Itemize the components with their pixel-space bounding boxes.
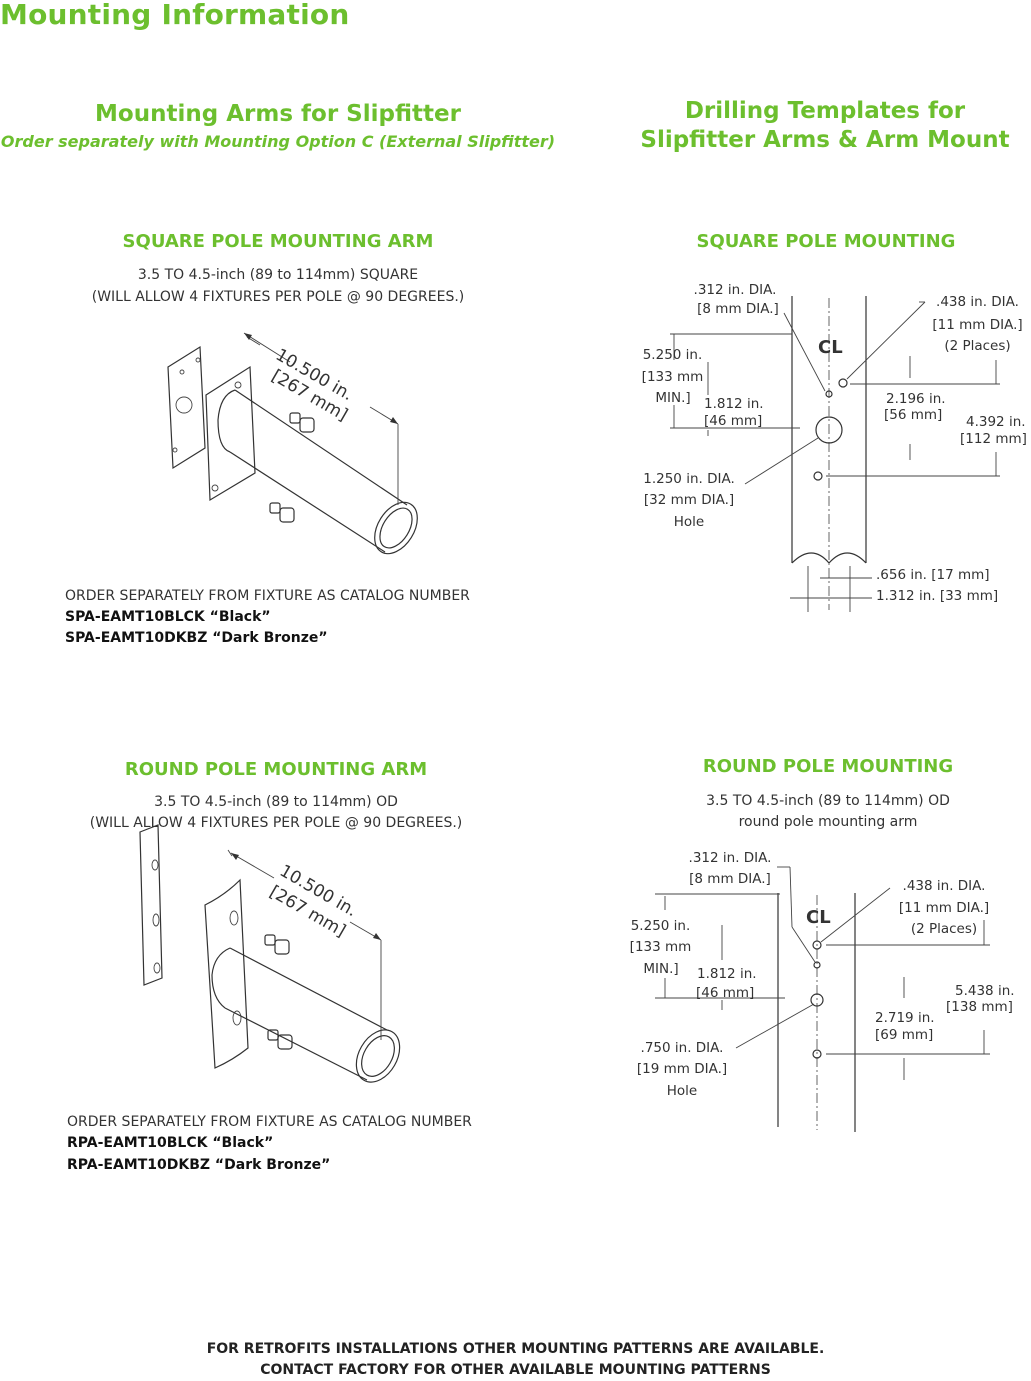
- square-arm-tube: [217, 389, 418, 555]
- round-mount-dimensions: [655, 893, 990, 1080]
- square-mount-438-label-3: (2 Places): [944, 338, 1011, 354]
- page-title: Mounting Information: [0, 0, 350, 31]
- round-arm-saddle: [204, 878, 249, 1069]
- square-mount-2196-label-1: 2.196 in.: [886, 391, 946, 407]
- round-arm-order-bronze: RPA-EAMT10DKBZ “Dark Bronze”: [67, 1157, 331, 1173]
- square-mount-1812-label-1: 1.812 in.: [704, 396, 764, 412]
- round-mount-holes: [810, 940, 824, 1059]
- square-arm-title: SQUARE POLE MOUNTING ARM: [122, 231, 434, 252]
- square-arm-base: [205, 365, 256, 502]
- square-mount-big-hole-label-3: Hole: [673, 514, 705, 530]
- round-mount-2719-label-2: [69 mm]: [875, 1027, 934, 1043]
- square-mount-centerline-mark: CL: [818, 337, 843, 358]
- square-mount-holes: [813, 378, 848, 481]
- round-mount-big-hole-label-1: .750 in. DIA.: [640, 1040, 724, 1056]
- round-mount-big-hole-label-3: Hole: [666, 1083, 698, 1099]
- square-mount-4392-label-1: 4.392 in.: [966, 414, 1026, 430]
- square-mount-1812-label-2: [46 mm]: [704, 413, 763, 429]
- round-mount-5438-label-1: 5.438 in.: [955, 983, 1015, 999]
- square-mount-5250-label-1: 5.250 in.: [642, 347, 703, 363]
- square-mount-small-hole-label-2: [8 mm DIA.]: [697, 301, 779, 317]
- square-mount-leaders: [744, 301, 926, 485]
- round-mount-small-hole-label-2: [8 mm DIA.]: [689, 871, 771, 887]
- square-mount-small-hole-label-1: .312 in. DIA.: [693, 282, 777, 298]
- square-mount-1312-label: 1.312 in. [33 mm]: [876, 588, 999, 604]
- round-mount-1812-label-1: 1.812 in.: [697, 966, 757, 982]
- square-mount-656-label: .656 in. [17 mm]: [876, 567, 990, 583]
- square-mount-pole: [791, 296, 867, 610]
- square-mount-title: SQUARE POLE MOUNTING: [696, 231, 956, 252]
- round-mount-centerline-mark: CL: [806, 907, 831, 928]
- square-mount-438-label-1: .438 in. DIA.: [936, 294, 1019, 310]
- round-mount-desc-1: 3.5 TO 4.5-inch (89 to 114mm) OD: [706, 793, 950, 809]
- round-mount-438-label-3: (2 Places): [910, 921, 978, 937]
- right-section-title-line2: Slipfitter Arms & Arm Mount: [640, 127, 1010, 153]
- round-mount-big-hole-label-2: [19 mm DIA.]: [636, 1061, 728, 1077]
- round-arm-bolt-lower: [267, 1029, 293, 1050]
- round-mount-small-hole-label-1: .312 in. DIA.: [688, 850, 772, 866]
- square-arm-order-bronze: SPA-EAMT10DKBZ “Dark Bronze”: [65, 630, 328, 646]
- square-arm-desc-2: (WILL ALLOW 4 FIXTURES PER POLE @ 90 DEG…: [91, 289, 465, 305]
- round-mount-5250-label-3: MIN.]: [643, 961, 679, 977]
- round-mount-desc-2: round pole mounting arm: [738, 814, 918, 830]
- square-arm-plate: [167, 345, 206, 470]
- round-arm-order-intro: ORDER SEPARATELY FROM FIXTURE AS CATALOG…: [67, 1114, 472, 1130]
- round-arm-dimension: [227, 849, 382, 1040]
- square-arm-order-intro: ORDER SEPARATELY FROM FIXTURE AS CATALOG…: [65, 588, 470, 604]
- square-mount-2196-label-2: [56 mm]: [884, 407, 943, 423]
- square-arm-bolt-lower: [269, 502, 295, 523]
- round-mount-leaders: [735, 866, 891, 1049]
- square-mount-big-hole-label-1: 1.250 in. DIA.: [643, 471, 735, 487]
- square-mount-438-label-2: [11 mm DIA.]: [932, 317, 1023, 333]
- round-mount-title: ROUND POLE MOUNTING: [702, 756, 954, 777]
- round-arm-desc-2: (WILL ALLOW 4 FIXTURES PER POLE @ 90 DEG…: [89, 815, 463, 831]
- round-mount-1812-label-2: [46 mm]: [696, 985, 755, 1001]
- round-mount-5250-label-2: [133 mm: [629, 939, 692, 955]
- round-mount-438-label-2: [11 mm DIA.]: [898, 900, 990, 916]
- square-arm-desc-1: 3.5 TO 4.5-inch (89 to 114mm) SQUARE: [137, 267, 419, 283]
- round-mount-pole: [777, 893, 856, 1132]
- round-arm-desc-1: 3.5 TO 4.5-inch (89 to 114mm) OD: [154, 794, 398, 810]
- square-arm-dimension: [243, 332, 399, 505]
- round-arm-tube: [211, 947, 401, 1083]
- square-mount-4392-label-2: [112 mm]: [960, 431, 1027, 447]
- round-mount-5438-label-2: [138 mm]: [946, 999, 1013, 1015]
- square-mount-5250-label-2: [133 mm: [641, 369, 704, 385]
- footer-note-line1: FOR RETROFITS INSTALLATIONS OTHER MOUNTI…: [206, 1341, 825, 1357]
- round-arm-title: ROUND POLE MOUNTING ARM: [124, 759, 428, 780]
- round-arm-bolt-upper: [264, 934, 290, 955]
- square-arm-bolt-upper: [289, 412, 315, 433]
- round-arm-strap: [139, 824, 163, 986]
- round-arm-order-black: RPA-EAMT10BLCK “Black”: [67, 1135, 274, 1151]
- right-section-title-line1: Drilling Templates for: [684, 98, 966, 124]
- square-mount-dimensions: [670, 333, 1000, 612]
- square-mount-big-hole-label-2: [32 mm DIA.]: [643, 492, 735, 508]
- footer-note-line2: CONTACT FACTORY FOR OTHER AVAILABLE MOUN…: [260, 1362, 771, 1378]
- square-mount-5250-label-3: MIN.]: [655, 390, 691, 406]
- round-mount-2719-label-1: 2.719 in.: [875, 1010, 935, 1026]
- square-arm-order-black: SPA-EAMT10BLCK “Black”: [65, 609, 271, 625]
- round-mount-438-label-1: .438 in. DIA.: [902, 878, 986, 894]
- left-section-subtitle: Order separately with Mounting Option C …: [0, 132, 556, 151]
- left-section-title: Mounting Arms for Slipfitter: [95, 101, 461, 127]
- round-mount-5250-label-1: 5.250 in.: [630, 918, 691, 934]
